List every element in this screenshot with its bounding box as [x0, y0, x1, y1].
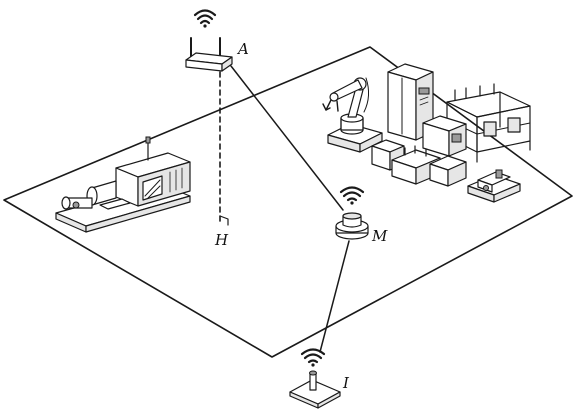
robot-arm-icon: [322, 77, 383, 153]
router-icon: [185, 37, 233, 72]
wifi-icon: [339, 186, 365, 205]
machine-tool-icon: [55, 136, 191, 233]
link-router-mobile: [230, 65, 344, 211]
equipment-rack: [446, 83, 531, 163]
wifi-icon: [300, 348, 326, 367]
machine-block: [422, 115, 467, 157]
right-angle-mark: [219, 215, 229, 226]
control-cabinet: [387, 63, 434, 141]
label-router: A: [236, 40, 249, 58]
small-machine: [467, 169, 521, 203]
wifi-icon: [193, 9, 217, 28]
mobile-node-icon: [335, 212, 369, 240]
ground-sensor-icon: [289, 370, 341, 409]
label-ground-node: I: [342, 374, 350, 392]
link-mobile-ground: [319, 240, 350, 353]
factory-floor: [3, 46, 573, 358]
crate-box: [429, 155, 467, 187]
label-mobile: M: [371, 227, 388, 245]
label-foot: H: [214, 231, 229, 249]
